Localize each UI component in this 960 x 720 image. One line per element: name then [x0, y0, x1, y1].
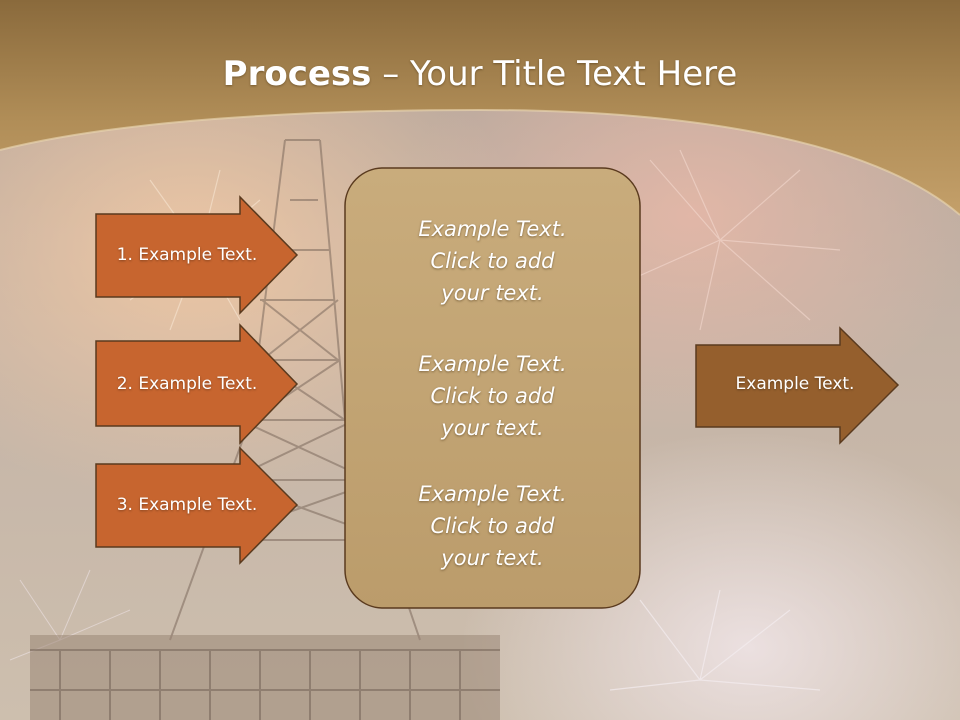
- tower-platform-railing: [30, 649, 500, 720]
- firework-burst: [9, 569, 131, 661]
- slide-title[interactable]: Process – Your Title Text Here: [0, 52, 960, 96]
- process-arrow-3[interactable]: [95, 446, 299, 565]
- title-bold: Process: [222, 54, 372, 94]
- process-arrow-label-3: 3. Example Text.: [116, 495, 258, 515]
- content-panel[interactable]: [344, 167, 641, 609]
- panel-text-block-2: Example Text. Click to add your text.: [418, 352, 567, 440]
- process-arrow-1[interactable]: [95, 195, 299, 315]
- process-arrow-2[interactable]: [95, 323, 299, 445]
- panel-text-block-1: Example Text. Click to add your text.: [418, 217, 567, 305]
- header-band: [0, 0, 960, 215]
- firework-burst: [609, 589, 821, 691]
- output-arrow[interactable]: [695, 326, 900, 445]
- output-arrow-label: Example Text.: [735, 374, 855, 394]
- process-arrow-label-1: 1. Example Text.: [116, 245, 258, 265]
- panel-text-block-3: Example Text. Click to add your text.: [418, 482, 567, 570]
- firework-burst: [629, 149, 841, 331]
- process-arrow-label-2: 2. Example Text.: [116, 374, 258, 394]
- title-text: Your Title Text Here: [410, 54, 738, 94]
- title-separator: –: [371, 54, 411, 94]
- header-curve-highlight: [0, 108, 960, 216]
